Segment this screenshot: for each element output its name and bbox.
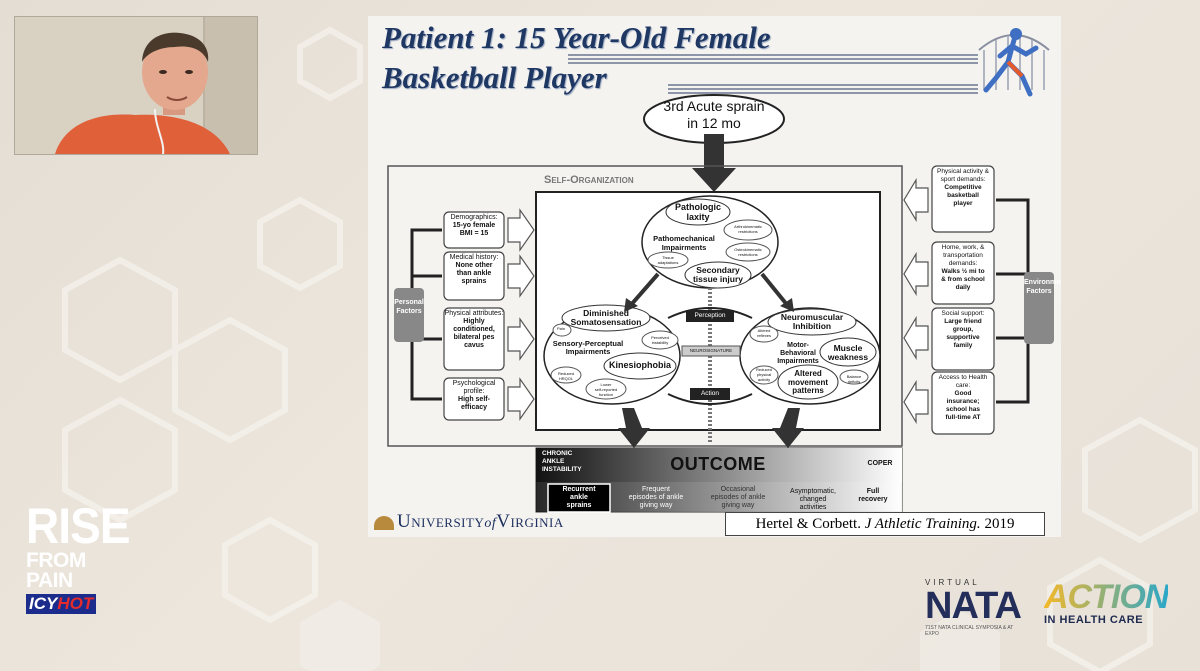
- balance-deficits: Balance deficits: [846, 374, 862, 384]
- nata-virtual: VIRTUAL: [925, 578, 980, 587]
- presenter-figure: [55, 32, 230, 154]
- icyhot-logo: ICYHOT: [26, 594, 97, 614]
- diminished-somatosensation: Diminished Somatosensation: [570, 308, 642, 327]
- psychological-profile-box: Psychological profile:High self- efficac…: [444, 380, 504, 412]
- self-organization-label: Self-Organization: [544, 174, 634, 186]
- acute-sprain-text: 3rd Acute sprain in 12 mo: [663, 98, 765, 131]
- slide-title: Patient 1: 15 Year-Old Female Basketball…: [382, 18, 962, 98]
- uva-of: of: [484, 516, 497, 531]
- slide-title-line-1: Patient 1: 15 Year-Old Female: [382, 20, 771, 55]
- nata-name: NATA: [925, 585, 1022, 627]
- reduced-hrqol: Reduced HRQOL: [557, 371, 574, 381]
- reduced-physical-activity: Reduced physical activity: [755, 367, 772, 382]
- muscle-weakness: Muscle weakness: [827, 343, 869, 362]
- osteokinematic: Osteokinematic restrictions: [734, 247, 762, 257]
- rotunda-icon: [374, 515, 394, 530]
- title-decor-lines: [568, 54, 978, 66]
- in-health-care: IN HEALTH CARE: [1044, 614, 1144, 626]
- sac-diagram: [387, 94, 1054, 513]
- social-support-box: Social support:Large friend group, suppo…: [932, 310, 994, 350]
- outcome-step-1: Recurrent ankle sprains: [562, 486, 596, 509]
- cai-label: Chronic Ankle Instability: [542, 450, 582, 473]
- lower-self-reported-function: Lower self-reported function: [594, 382, 618, 397]
- uva-virginia: Virginia: [496, 511, 564, 532]
- nata-subtitle: 71ST NATA CLINICAL SYMPOSIA & AT EXPO: [925, 625, 1014, 637]
- pathologic-laxity: Pathologic laxity: [674, 202, 721, 222]
- personal-factors-label: Personal Factors: [394, 299, 424, 315]
- transport-demands-value: Walks ½ mi to & from school daily: [941, 268, 985, 291]
- altered-movement-patterns: Altered movement patterns: [787, 369, 828, 395]
- physical-attributes-value: Highly conditioned, bilateral pes cavus: [453, 318, 495, 349]
- psychological-profile-value: High self- efficacy: [458, 396, 490, 411]
- citation-authors: Hertel & Corbett.: [755, 516, 861, 532]
- sport-demands-box: Physical activity & sport demands:Compet…: [932, 168, 994, 208]
- physical-attributes-label: Physical attributes:: [444, 310, 504, 317]
- title-decor-lines-2: [668, 84, 978, 96]
- citation: Hertel & Corbett. J Athletic Training. 2…: [725, 512, 1045, 536]
- pathomechanical-title: Pathomechanical Impairments: [653, 234, 715, 252]
- health-care-box: Access to Health care:Good insurance; sc…: [932, 374, 994, 422]
- kinesiophobia: Kinesiophobia: [608, 360, 671, 370]
- demographics-value: 15-yo female BMI = 15: [452, 222, 496, 237]
- altered-reflexes: Altered reflexes: [756, 328, 771, 338]
- health-care-label: Access to Health care:: [938, 374, 988, 389]
- sensory-perceptual-title: Sensory-Perceptual Impairments: [552, 339, 624, 356]
- action-word: ACTION: [1044, 578, 1169, 616]
- icyhot-hot: HOT: [57, 594, 94, 613]
- transport-demands-box: Home, work, & transportation demands:Wal…: [932, 244, 994, 292]
- action-in-health-care-logo: ACTION IN HEALTH CARE: [1044, 578, 1169, 626]
- perceived-instability: Perceived instability: [651, 335, 669, 345]
- physical-attributes-box: Physical attributes:Highly conditioned, …: [444, 310, 504, 350]
- demographics-box: Demographics:15-yo female BMI = 15: [444, 214, 504, 238]
- webcam-video: [14, 16, 258, 155]
- nata-logo: VIRTUAL NATA 71ST NATA CLINICAL SYMPOSIA…: [925, 578, 1025, 638]
- outcome-step-2: Frequent episodes of ankle giving way: [628, 486, 684, 509]
- secondary-tissue-injury: Secondary tissue injury: [692, 265, 744, 284]
- outcome-step-5: Full recovery: [858, 488, 888, 503]
- social-support-value: Large friend group, supportive family: [944, 318, 982, 349]
- rise-text: RISE: [26, 498, 131, 554]
- rise-from-pain-logo: RISE FROM PAIN ICYHOT: [26, 498, 131, 614]
- neuromuscular-inhibition: Neuromuscular Inhibition: [780, 312, 844, 331]
- neurosignature-label: Neurosignature: [689, 348, 733, 353]
- action-label: Action: [700, 390, 720, 397]
- medical-history-label: Medical history:: [449, 254, 499, 261]
- coper-label: COPER: [867, 460, 893, 467]
- psychological-profile-label: Psychological profile:: [452, 380, 496, 395]
- uva-logo: UniversityofVirginia: [374, 510, 564, 534]
- citation-journal: J Athletic Training.: [864, 516, 981, 532]
- runner-logo-icon: [978, 28, 1050, 97]
- citation-year: 2019: [984, 516, 1015, 532]
- outcome-title: OUTCOME: [670, 454, 766, 474]
- icyhot-icy: ICY: [29, 594, 58, 613]
- outcome-step-4: Asymptomatic, changed activities: [790, 488, 836, 511]
- arthrokinematic: Arthrokinematic restrictions: [734, 224, 762, 234]
- perception-label: Perception: [694, 312, 726, 319]
- medical-history-box: Medical history:None other than ankle sp…: [444, 254, 504, 286]
- outcome-step-3: Occasional episodes of ankle giving way: [710, 486, 766, 509]
- tissue-adaptations: Tissue adaptations: [657, 255, 679, 265]
- sport-demands-label: Physical activity & sport demands:: [936, 168, 990, 183]
- pain-label: Pain: [556, 326, 565, 331]
- environmental-factors-label: Environmental Factors: [1024, 279, 1061, 295]
- sport-demands-value: Competitive basketball player: [944, 184, 982, 207]
- medical-history-value: None other than ankle sprains: [455, 262, 493, 285]
- from-pain-text: FROM PAIN: [26, 549, 86, 592]
- slide-title-line-2: Basketball Player: [382, 60, 607, 95]
- motor-behavioral-title: Motor-Behavioral Impairments: [777, 342, 819, 365]
- uva-university: University: [397, 511, 485, 532]
- demographics-label: Demographics:: [450, 214, 498, 221]
- social-support-label: Social support:: [941, 310, 985, 317]
- webcam-door: [203, 17, 257, 154]
- transport-demands-label: Home, work, & transportation demands:: [941, 244, 985, 267]
- presentation-slide: Patient 1: 15 Year-Old Female Basketball…: [368, 16, 1061, 537]
- health-care-value: Good insurance; school has full-time AT: [945, 390, 981, 421]
